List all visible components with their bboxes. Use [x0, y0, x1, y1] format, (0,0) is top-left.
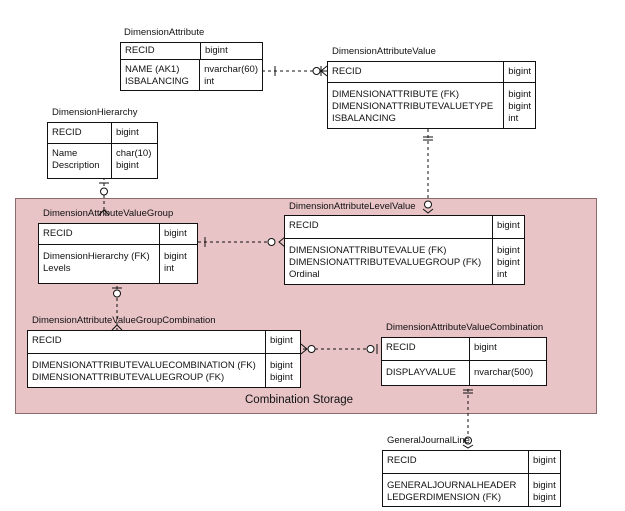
entity-columns-row: GENERALJOURNALHEADER LEDGERDIMENSION (FK… — [383, 474, 560, 506]
entity-dimension-attribute-value-combination: RECID bigint DISPLAYVALUE nvarchar(500) — [381, 337, 547, 386]
entity-title-dimension-hierarchy: DimensionHierarchy — [52, 107, 138, 118]
column-type: nvarchar(60) — [204, 64, 258, 75]
column-name: Ordinal — [289, 269, 320, 280]
entity-key-row: RECID bigint — [285, 216, 524, 239]
rel-attribute-to-attribute-value — [262, 65, 328, 77]
column-name: DIMENSIONATTRIBUTEVALUEGROUP (FK) — [289, 257, 482, 268]
column-name: DIMENSIONATTRIBUTEVALUETYPE — [332, 101, 494, 112]
rel-combination-to-general-journal-line — [462, 383, 474, 449]
entity-dimension-attribute-level-value: RECID bigint DIMENSIONATTRIBUTEVALUE (FK… — [284, 215, 525, 285]
column-type: bigint — [270, 372, 293, 383]
column-name: RECID — [289, 220, 319, 231]
region-label: Combination Storage — [245, 394, 354, 406]
column-name: RECID — [43, 228, 73, 239]
column-type: bigint — [497, 245, 520, 256]
column-type: bigint — [270, 335, 293, 346]
entity-dimension-attribute-value: RECID bigint DIMENSIONATTRIBUTE (FK) DIM… — [327, 61, 536, 129]
column-type: int — [204, 76, 215, 87]
column-type: bigint — [497, 220, 520, 231]
column-type: bigint — [164, 228, 187, 239]
entity-key-row: RECID bigint — [328, 62, 535, 83]
entity-key-row: RECID bigint — [383, 451, 560, 474]
column-name: DIMENSIONATTRIBUTEVALUECOMBINATION (FK) — [32, 360, 256, 371]
column-name: DIMENSIONATTRIBUTEVALUE (FK) — [289, 245, 447, 256]
entity-dimension-attribute-value-group: RECID bigint DimensionHierarchy (FK) Lev… — [38, 223, 198, 284]
entity-key-row: RECID bigint — [48, 123, 157, 144]
column-type: bigint — [533, 492, 556, 503]
column-type: bigint — [508, 66, 531, 77]
column-type: bigint — [116, 127, 139, 138]
entity-dimension-hierarchy: RECID bigint Name Description char(10) b… — [47, 122, 158, 179]
column-type: int — [164, 263, 175, 274]
entity-title-dimension-attribute-value-combination: DimensionAttributeValueCombination — [386, 322, 544, 333]
entity-key-row: RECID bigint — [28, 331, 300, 354]
column-name: DISPLAYVALUE — [386, 367, 456, 378]
column-name: DimensionHierarchy (FK) — [43, 251, 150, 262]
column-name: DIMENSIONATTRIBUTEVALUEGROUP (FK) — [32, 372, 225, 383]
column-name: Name — [52, 148, 78, 159]
column-type: char(10) — [116, 148, 152, 159]
entity-key-row: RECID bigint — [39, 224, 197, 245]
entity-title-general-journal-line: GeneralJournalLine — [387, 435, 470, 446]
column-type: bigint — [508, 89, 531, 100]
column-name: ISBALANCING — [332, 113, 396, 124]
entity-columns-row: DIMENSIONATTRIBUTEVALUECOMBINATION (FK) … — [28, 354, 300, 387]
entity-title-dimension-attribute-level-value: DimensionAttributeLevelValue — [289, 201, 416, 212]
entity-dimension-attribute-value-group-combination: RECID bigint DIMENSIONATTRIBUTEVALUECOMB… — [27, 330, 301, 388]
entity-dimension-attribute: RECID bigint NAME (AK1) ISBALANCING nvar… — [120, 42, 263, 91]
column-type: bigint — [205, 45, 228, 56]
column-name: Levels — [43, 263, 71, 274]
column-name: ISBALANCING — [125, 76, 189, 87]
column-name: Description — [52, 160, 100, 171]
rel-attribute-value-to-level-value — [422, 129, 434, 214]
column-name: RECID — [125, 45, 155, 56]
entity-title-dimension-attribute-value-group-combination: DimensionAttributeValueGroupCombination — [32, 315, 216, 326]
column-type: bigint — [508, 101, 531, 112]
entity-columns-row: DimensionHierarchy (FK) Levels bigint in… — [39, 245, 197, 283]
column-type: bigint — [116, 160, 139, 171]
entity-key-row: RECID bigint — [382, 338, 546, 361]
entity-columns-row: DIMENSIONATTRIBUTE (FK) DIMENSIONATTRIBU… — [328, 83, 535, 128]
column-name: RECID — [52, 127, 82, 138]
column-name: LEDGERDIMENSION (FK) — [387, 492, 502, 503]
entity-columns-row: Name Description char(10) bigint — [48, 144, 157, 178]
column-type: int — [497, 269, 508, 280]
column-name: RECID — [332, 66, 362, 77]
column-type: bigint — [533, 480, 556, 491]
column-type: bigint — [270, 360, 293, 371]
column-name: RECID — [387, 455, 417, 466]
entity-title-dimension-attribute-value: DimensionAttributeValue — [332, 46, 436, 57]
column-type: int — [508, 113, 519, 124]
entity-columns-row: NAME (AK1) ISBALANCING nvarchar(60) int — [121, 60, 262, 90]
column-type: nvarchar(500) — [474, 367, 534, 378]
entity-title-dimension-attribute-value-group: DimensionAttributeValueGroup — [43, 208, 174, 219]
entity-columns-row: DISPLAYVALUE nvarchar(500) — [382, 361, 546, 385]
column-type: bigint — [533, 455, 556, 466]
rel-value-group-to-level-value — [198, 236, 286, 248]
rel-hierarchy-to-value-group — [98, 177, 110, 216]
column-name: DIMENSIONATTRIBUTE (FK) — [332, 89, 460, 100]
entity-title-dimension-attribute: DimensionAttribute — [124, 27, 205, 38]
column-type: bigint — [164, 251, 187, 262]
rel-value-group-to-group-combination — [111, 280, 123, 331]
column-name: NAME (AK1) — [125, 64, 180, 75]
column-name: RECID — [386, 342, 416, 353]
column-type: bigint — [497, 257, 520, 268]
column-type: bigint — [474, 342, 497, 353]
rel-combination-to-group-combination — [300, 343, 378, 355]
entity-key-row: RECID bigint — [121, 43, 262, 60]
column-name: GENERALJOURNALHEADER — [387, 480, 517, 491]
entity-columns-row: DIMENSIONATTRIBUTEVALUE (FK) DIMENSIONAT… — [285, 239, 524, 284]
column-name: RECID — [32, 335, 62, 346]
entity-general-journal-line: RECID bigint GENERALJOURNALHEADER LEDGER… — [382, 450, 561, 507]
